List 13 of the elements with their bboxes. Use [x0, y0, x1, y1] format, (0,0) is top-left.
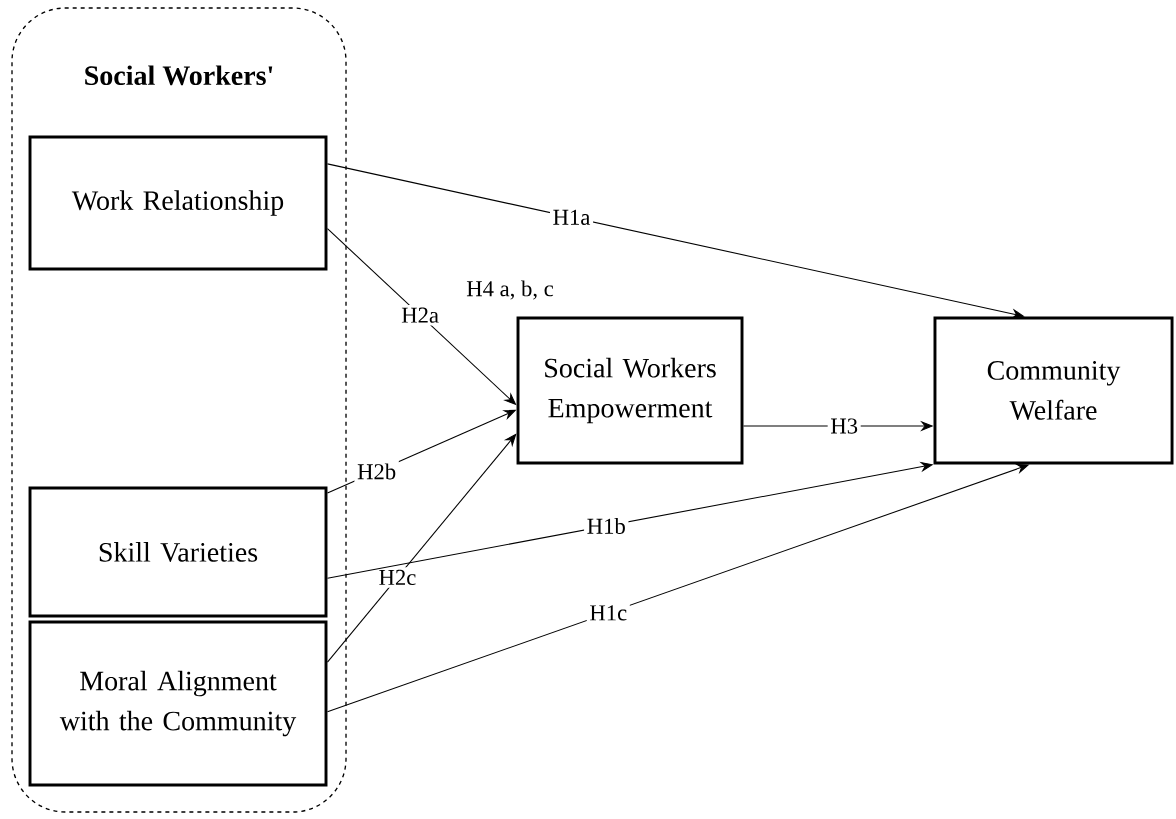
edge-label: H1c	[586, 602, 630, 624]
hypothesis-label: H4 a, b, c	[466, 280, 554, 300]
edge-label: H1b	[584, 515, 629, 537]
edge-label: H2a	[398, 304, 442, 326]
construct-box: Social Workers Empowerment	[516, 316, 744, 465]
factor-box: Moral Alignment with the Community	[28, 620, 328, 787]
factor-box: Skill Varieties	[28, 486, 328, 618]
edge-label: H2b	[354, 460, 399, 483]
construct-box: Community Welfare	[933, 316, 1174, 465]
edge-label: H3	[827, 415, 861, 437]
edge-label: H2c	[375, 567, 419, 588]
edge-label: H1a	[549, 207, 594, 228]
factor-box: Work Relationship	[28, 135, 328, 271]
